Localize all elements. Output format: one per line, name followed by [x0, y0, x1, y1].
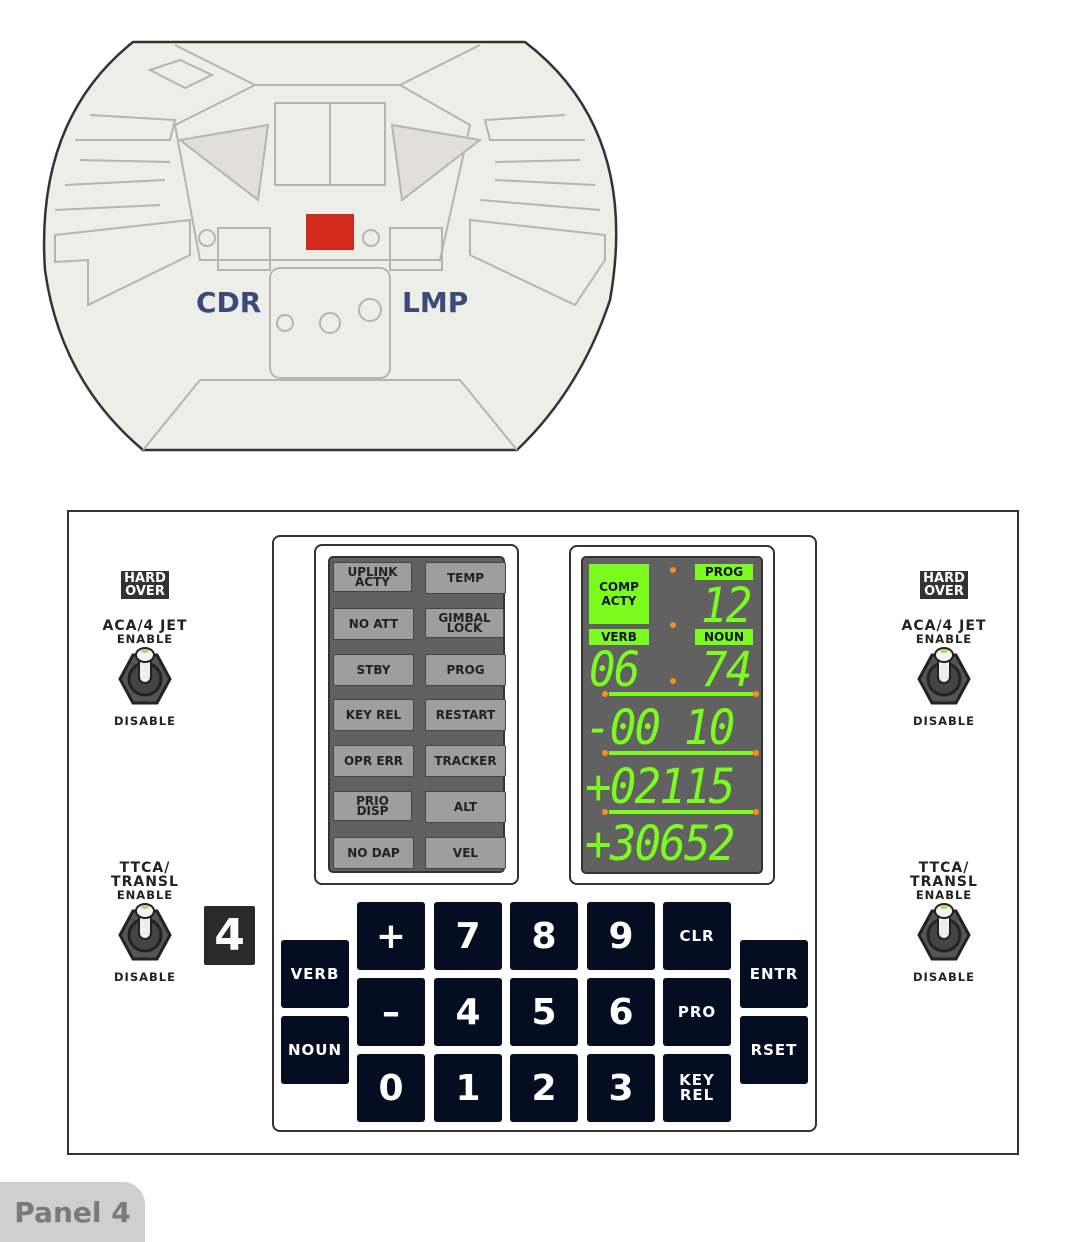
panel-4 [67, 510, 1019, 1155]
toggle-switch-icon[interactable] [117, 647, 173, 707]
toggle-switch-icon[interactable] [916, 903, 972, 963]
disable-label: DISABLE [114, 714, 176, 728]
ttca-title: TTCA/ TRANSL [111, 860, 179, 890]
caution-light: NO DAP [333, 836, 414, 869]
key-1[interactable]: 1 [434, 1054, 502, 1122]
caution-light: VEL [425, 836, 506, 869]
key-6[interactable]: 6 [587, 978, 655, 1046]
key-2[interactable]: 2 [510, 1054, 578, 1122]
ttca-transl-switch-group: TTCA/ TRANSL ENABLE DISABLE [85, 861, 205, 983]
enable-label: ENABLE [116, 632, 174, 646]
disable-label: DISABLE [913, 970, 975, 984]
dsky-housing [272, 535, 817, 1132]
panel-number-badge: 4 [204, 906, 255, 965]
prog-digits: 12 [701, 578, 752, 634]
ttca-transl-switch-group: TTCA/ TRANSL ENABLE DISABLE [884, 861, 1004, 983]
caution-light: GIMBAL LOCK [425, 607, 504, 638]
toggle-switch-icon[interactable] [117, 903, 173, 963]
caution-light: TRACKER [425, 745, 506, 778]
ttca-title: TTCA/ TRANSL [910, 860, 978, 890]
key-5[interactable]: 5 [510, 978, 578, 1046]
rset-key[interactable]: RSET [740, 1016, 808, 1084]
register-1: -00 10 [585, 700, 735, 756]
key-3[interactable]: 3 [587, 1054, 655, 1122]
caution-light: PROG [425, 653, 506, 686]
noun-label: NOUN [695, 629, 753, 645]
hard-over-label: HARD OVER [920, 571, 968, 599]
plus-key[interactable]: + [357, 902, 425, 970]
disable-label: DISABLE [114, 970, 176, 984]
caution-light: RESTART [425, 699, 506, 732]
verb-label: VERB [589, 629, 649, 645]
lmp-label: LMP [402, 286, 468, 319]
hard-over-label: HARD OVER [121, 571, 169, 599]
caution-warning-panel: UPLINK ACTY NO ATT STBY KEY REL OPR ERR PRIO … [314, 544, 519, 885]
key-7[interactable]: 7 [434, 902, 502, 970]
aca-title: ACA/4 JET [102, 618, 188, 634]
comp-acty-light: COMP ACTY [589, 564, 649, 624]
minus-key[interactable]: – [357, 978, 425, 1046]
key-4[interactable]: 4 [434, 978, 502, 1046]
enable-label: ENABLE [915, 632, 973, 646]
clr-key[interactable]: CLR [663, 902, 731, 970]
key-rel-key[interactable]: KEY REL [663, 1054, 731, 1122]
caution-light: KEY REL [333, 699, 414, 732]
caution-light: NO ATT [333, 607, 414, 640]
caution-light: UPLINK ACTY [333, 562, 412, 592]
caution-light: ALT [425, 791, 506, 823]
noun-key[interactable]: NOUN [281, 1016, 349, 1084]
key-8[interactable]: 8 [510, 902, 578, 970]
verb-digits: 06 [589, 642, 640, 698]
aca-title: ACA/4 JET [901, 618, 987, 634]
caution-light: OPR ERR [333, 745, 414, 778]
caution-light: PRIO DISP [333, 791, 412, 821]
disable-label: DISABLE [913, 714, 975, 728]
cockpit-diagram: CDR LMP [42, 40, 618, 452]
noun-digits: 74 [701, 642, 752, 698]
verb-key[interactable]: VERB [281, 940, 349, 1008]
pro-key[interactable]: PRO [663, 978, 731, 1046]
caution-light: TEMP [425, 562, 506, 594]
cdr-label: CDR [196, 286, 261, 319]
register-3: +30652 [585, 816, 735, 872]
prog-label: PROG [695, 564, 753, 580]
panel-label: Panel 4 [0, 1182, 145, 1242]
enable-label: ENABLE [116, 888, 174, 902]
key-9[interactable]: 9 [587, 902, 655, 970]
caution-light: STBY [333, 653, 414, 686]
dsky-display: COMP ACTY PROG 12 VERB NOUN 06 74 -00 10… [569, 545, 775, 885]
aca-4-jet-switch-group: HARD OVER ACA/4 JET ENABLE DISABLE [884, 571, 1004, 727]
aca-4-jet-switch-group: HARD OVER ACA/4 JET ENABLE DISABLE [85, 571, 205, 727]
toggle-switch-icon[interactable] [916, 647, 972, 707]
register-2: +02115 [585, 759, 735, 815]
enable-label: ENABLE [915, 888, 973, 902]
entr-key[interactable]: ENTR [740, 940, 808, 1008]
key-0[interactable]: 0 [357, 1054, 425, 1122]
